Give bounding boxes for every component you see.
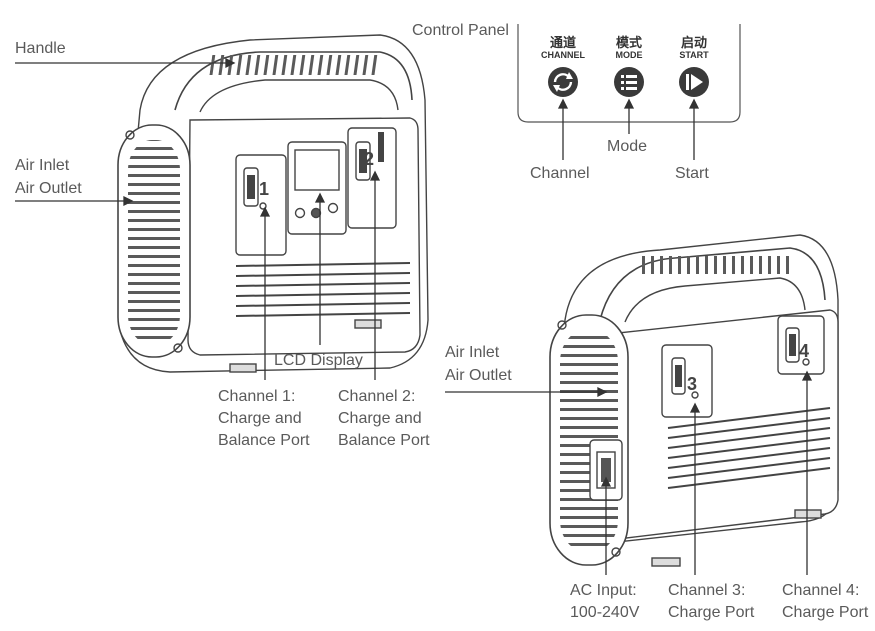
channel-1-label-line3: Balance Port [218, 432, 310, 449]
list-icon [621, 75, 637, 90]
channel-2-label-line2: Charge and [338, 410, 422, 427]
left-unit [117, 34, 429, 373]
channel-2-label-line3: Balance Port [338, 432, 430, 449]
port-number-4: 4 [799, 341, 809, 361]
handle-label: Handle [15, 40, 66, 57]
channel-1-label-line2: Charge and [218, 410, 302, 427]
channel-3-label-line2: Charge Port [668, 604, 755, 621]
right-unit [549, 234, 839, 567]
mode-button[interactable] [614, 67, 644, 97]
ac-input-label-line1: AC Input: [570, 582, 637, 599]
port-number-3: 3 [687, 374, 697, 394]
handle [174, 51, 413, 111]
start-label: Start [675, 165, 709, 182]
channel-4-label-line2: Charge Port [782, 604, 869, 621]
channel-button[interactable] [548, 67, 578, 97]
air-outlet-label-2: Air Outlet [445, 367, 512, 384]
start-button[interactable] [679, 67, 709, 97]
mode-label: Mode [607, 138, 648, 155]
start-button-title: 启动 START [679, 35, 709, 61]
mode-button-title: 模式 MODE [615, 35, 643, 61]
channel-2-label-line1: Channel 2: [338, 388, 416, 405]
air-outlet-label: Air Outlet [15, 180, 82, 197]
ac-input-label-line2: 100-240V [570, 604, 640, 621]
control-panel [517, 24, 741, 123]
port-number-1: 1 [259, 179, 269, 199]
control-panel-label: Control Panel [412, 22, 509, 39]
channel-label: Channel [530, 165, 590, 182]
channel-3-label-line1: Channel 3: [668, 582, 746, 599]
lcd-screen [294, 149, 340, 191]
play-icon [691, 74, 703, 90]
channel-1-label-line1: Channel 1: [218, 388, 296, 405]
channel-4-label-line1: Channel 4: [782, 582, 860, 599]
air-inlet-label: Air Inlet [15, 157, 70, 174]
callout-lines [15, 57, 813, 575]
channel-button-title: 通道 CHANNEL [541, 35, 585, 61]
air-inlet-label-2: Air Inlet [445, 344, 500, 361]
port-number-2: 2 [364, 149, 374, 169]
lcd-display-label: LCD Display [274, 352, 363, 369]
